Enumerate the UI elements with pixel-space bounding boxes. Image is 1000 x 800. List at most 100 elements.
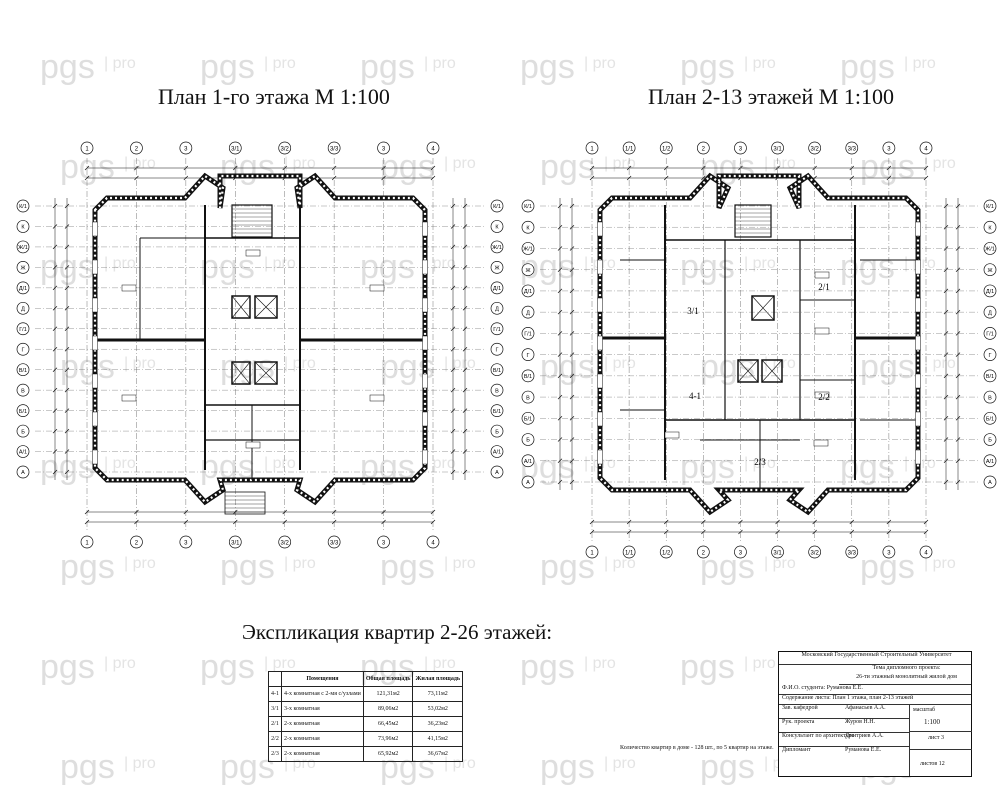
apartment-count-note: Количество квартир в доме - 128 шт., по … [620,745,774,751]
axis-label: 1/1 [625,147,634,153]
axis-label: Б [526,438,530,444]
dimension-tick [52,326,58,332]
axis-label: 3/3 [330,147,339,153]
axis-label: 4 [924,551,928,557]
dimension-tick [64,326,70,332]
dimension-tick [943,331,949,336]
dimension-tick [557,288,563,294]
dimension-tick [663,529,669,535]
axis-bubble [882,141,896,155]
dimension-tick [84,509,90,515]
axis-bubble [521,390,535,404]
window [92,449,98,465]
axis-bubble [179,141,193,155]
dimension-tick [450,203,456,209]
dimension-tick [701,165,706,171]
dimension-tick [282,519,287,525]
dimension-tick [64,367,70,372]
dimension-tick [462,203,468,209]
axis-bubble [521,305,535,319]
dimension-tick [462,224,468,229]
dimension-tick [955,416,961,421]
axis-bubble [521,454,535,468]
watermark-logo: pgs [200,248,255,286]
watermark-logo: | pro [924,155,956,172]
axis-label: Ж [494,266,499,272]
dimension-tick [52,244,58,250]
axis-bubble [16,404,30,417]
window [597,449,603,465]
dimension-tick [738,165,743,171]
watermark-logo: pgs [520,648,575,686]
axis-bubble [490,445,504,458]
axis-label: К [526,225,530,231]
axis-bubble [983,305,997,319]
window [422,411,428,427]
dimension-tick [52,408,58,413]
dimension-tick [557,331,563,336]
dimension-tick [430,509,436,515]
stamp-row: Консультант по архитектуре Дмитриев А.А. [779,733,909,747]
dimension-tick [462,469,468,475]
stamp-row-value: План 1 этажа, план 2-13 этажей [832,695,914,701]
watermark-logo: | pro [584,55,616,72]
dimension-tick [955,458,961,464]
dimension-tick [450,408,456,413]
axis-bubble [983,411,997,425]
dimension-tick [64,265,70,270]
dimension-tick [557,352,563,357]
axis-bubble [130,535,143,549]
watermark-logo: pgs [40,448,95,486]
axis-label: В [21,388,25,394]
elevator-shaft [231,295,251,319]
axis-bubble [983,284,997,298]
window [915,373,921,389]
dimension-tick [233,165,238,171]
dimension-tick [462,306,468,311]
axis-label: Б [495,429,499,435]
dimension-tick [64,449,70,454]
dimension-tick [738,519,743,525]
dimension-tick [701,175,706,181]
watermark-logo: | pro [264,55,296,72]
dimension-tick [849,519,855,525]
axis-label: А/1 [493,450,501,456]
dimension-tick [450,244,456,250]
watermark-logo: pgs [60,548,115,586]
axis-bubble [490,322,504,336]
dimension-tick [557,203,563,209]
stamp-row-value: Журов Н.Н. [845,719,876,725]
axis-bubble [521,411,535,425]
dimension-tick [462,285,468,291]
dimension-tick [955,437,961,442]
stamp-row-label: Консультант по архитектуре [782,733,855,739]
axis-bubble [521,199,535,213]
dimension-tick [557,246,563,251]
axis-bubble [983,220,997,234]
axis-label: 1/1 [625,551,634,557]
dimension-tick [569,203,575,209]
dimension-tick [569,309,575,315]
dimension-tick [52,449,58,454]
dimension-tick [943,309,949,315]
watermark-logo: | pro [124,755,156,772]
watermark-logo: | pro [604,355,636,372]
axis-bubble [490,465,504,479]
dimension-tick [589,175,595,181]
axis-label: Г/1 [493,327,501,333]
axis-label: А/1 [524,459,532,465]
window [915,449,921,465]
dimension-tick [52,367,58,372]
window [422,373,428,389]
axis-bubble [521,263,535,277]
watermark-logo: pgs [220,748,275,786]
dimension-tick [955,246,961,251]
axis-bubble [16,424,30,438]
dimension-tick [331,175,337,181]
watermark-logo: | pro [744,55,776,72]
stamp-row: Содержание листа: План 1 этажа, план 2-1… [779,695,971,705]
stamp-row-value: Руманова Е.Е. [845,747,882,753]
dimension-tick [569,246,575,251]
dimension-tick [52,285,58,291]
